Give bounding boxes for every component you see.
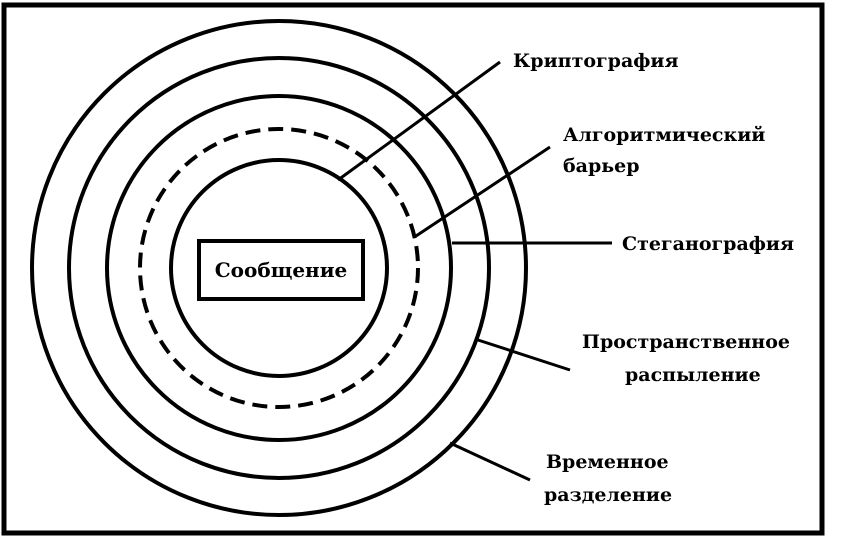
label-temporal-separation: Временное разделение (544, 451, 675, 506)
label-algorithmic-barrier: Алгоритмический барьер (563, 124, 772, 177)
ring-temporal-separation (30, 19, 528, 517)
label-steganography: Стеганография (622, 233, 794, 255)
ring-cryptography (169, 158, 389, 378)
leader-algorithmic-barrier (415, 145, 551, 238)
label-spatial-dispersion: Пространственное распыление (582, 331, 797, 386)
ring-steganography (105, 94, 453, 442)
diagram-frame (1, 2, 825, 536)
label-temporal-separation-line-1: Временное (546, 451, 669, 473)
leader-temporal-separation (449, 441, 531, 482)
label-temporal-separation-line-2: разделение (544, 484, 672, 506)
label-algorithmic-barrier-line-1: Алгоритмический (563, 124, 765, 146)
label-cryptography: Криптография (513, 50, 679, 72)
label-cryptography-line: Криптография (513, 50, 679, 72)
message-label: Сообщение (215, 258, 348, 282)
label-algorithmic-barrier-line-2: барьер (563, 155, 640, 177)
leader-spatial-dispersion (477, 338, 571, 372)
label-spatial-dispersion-line-1: Пространственное (582, 331, 790, 353)
ring-spatial-dispersion (67, 56, 491, 480)
ring-algorithmic-barrier (138, 127, 420, 409)
message-box (197, 239, 365, 301)
label-spatial-dispersion-line-2: распыление (625, 364, 761, 386)
leader-cryptography (337, 60, 501, 182)
label-steganography-line: Стеганография (622, 233, 794, 255)
